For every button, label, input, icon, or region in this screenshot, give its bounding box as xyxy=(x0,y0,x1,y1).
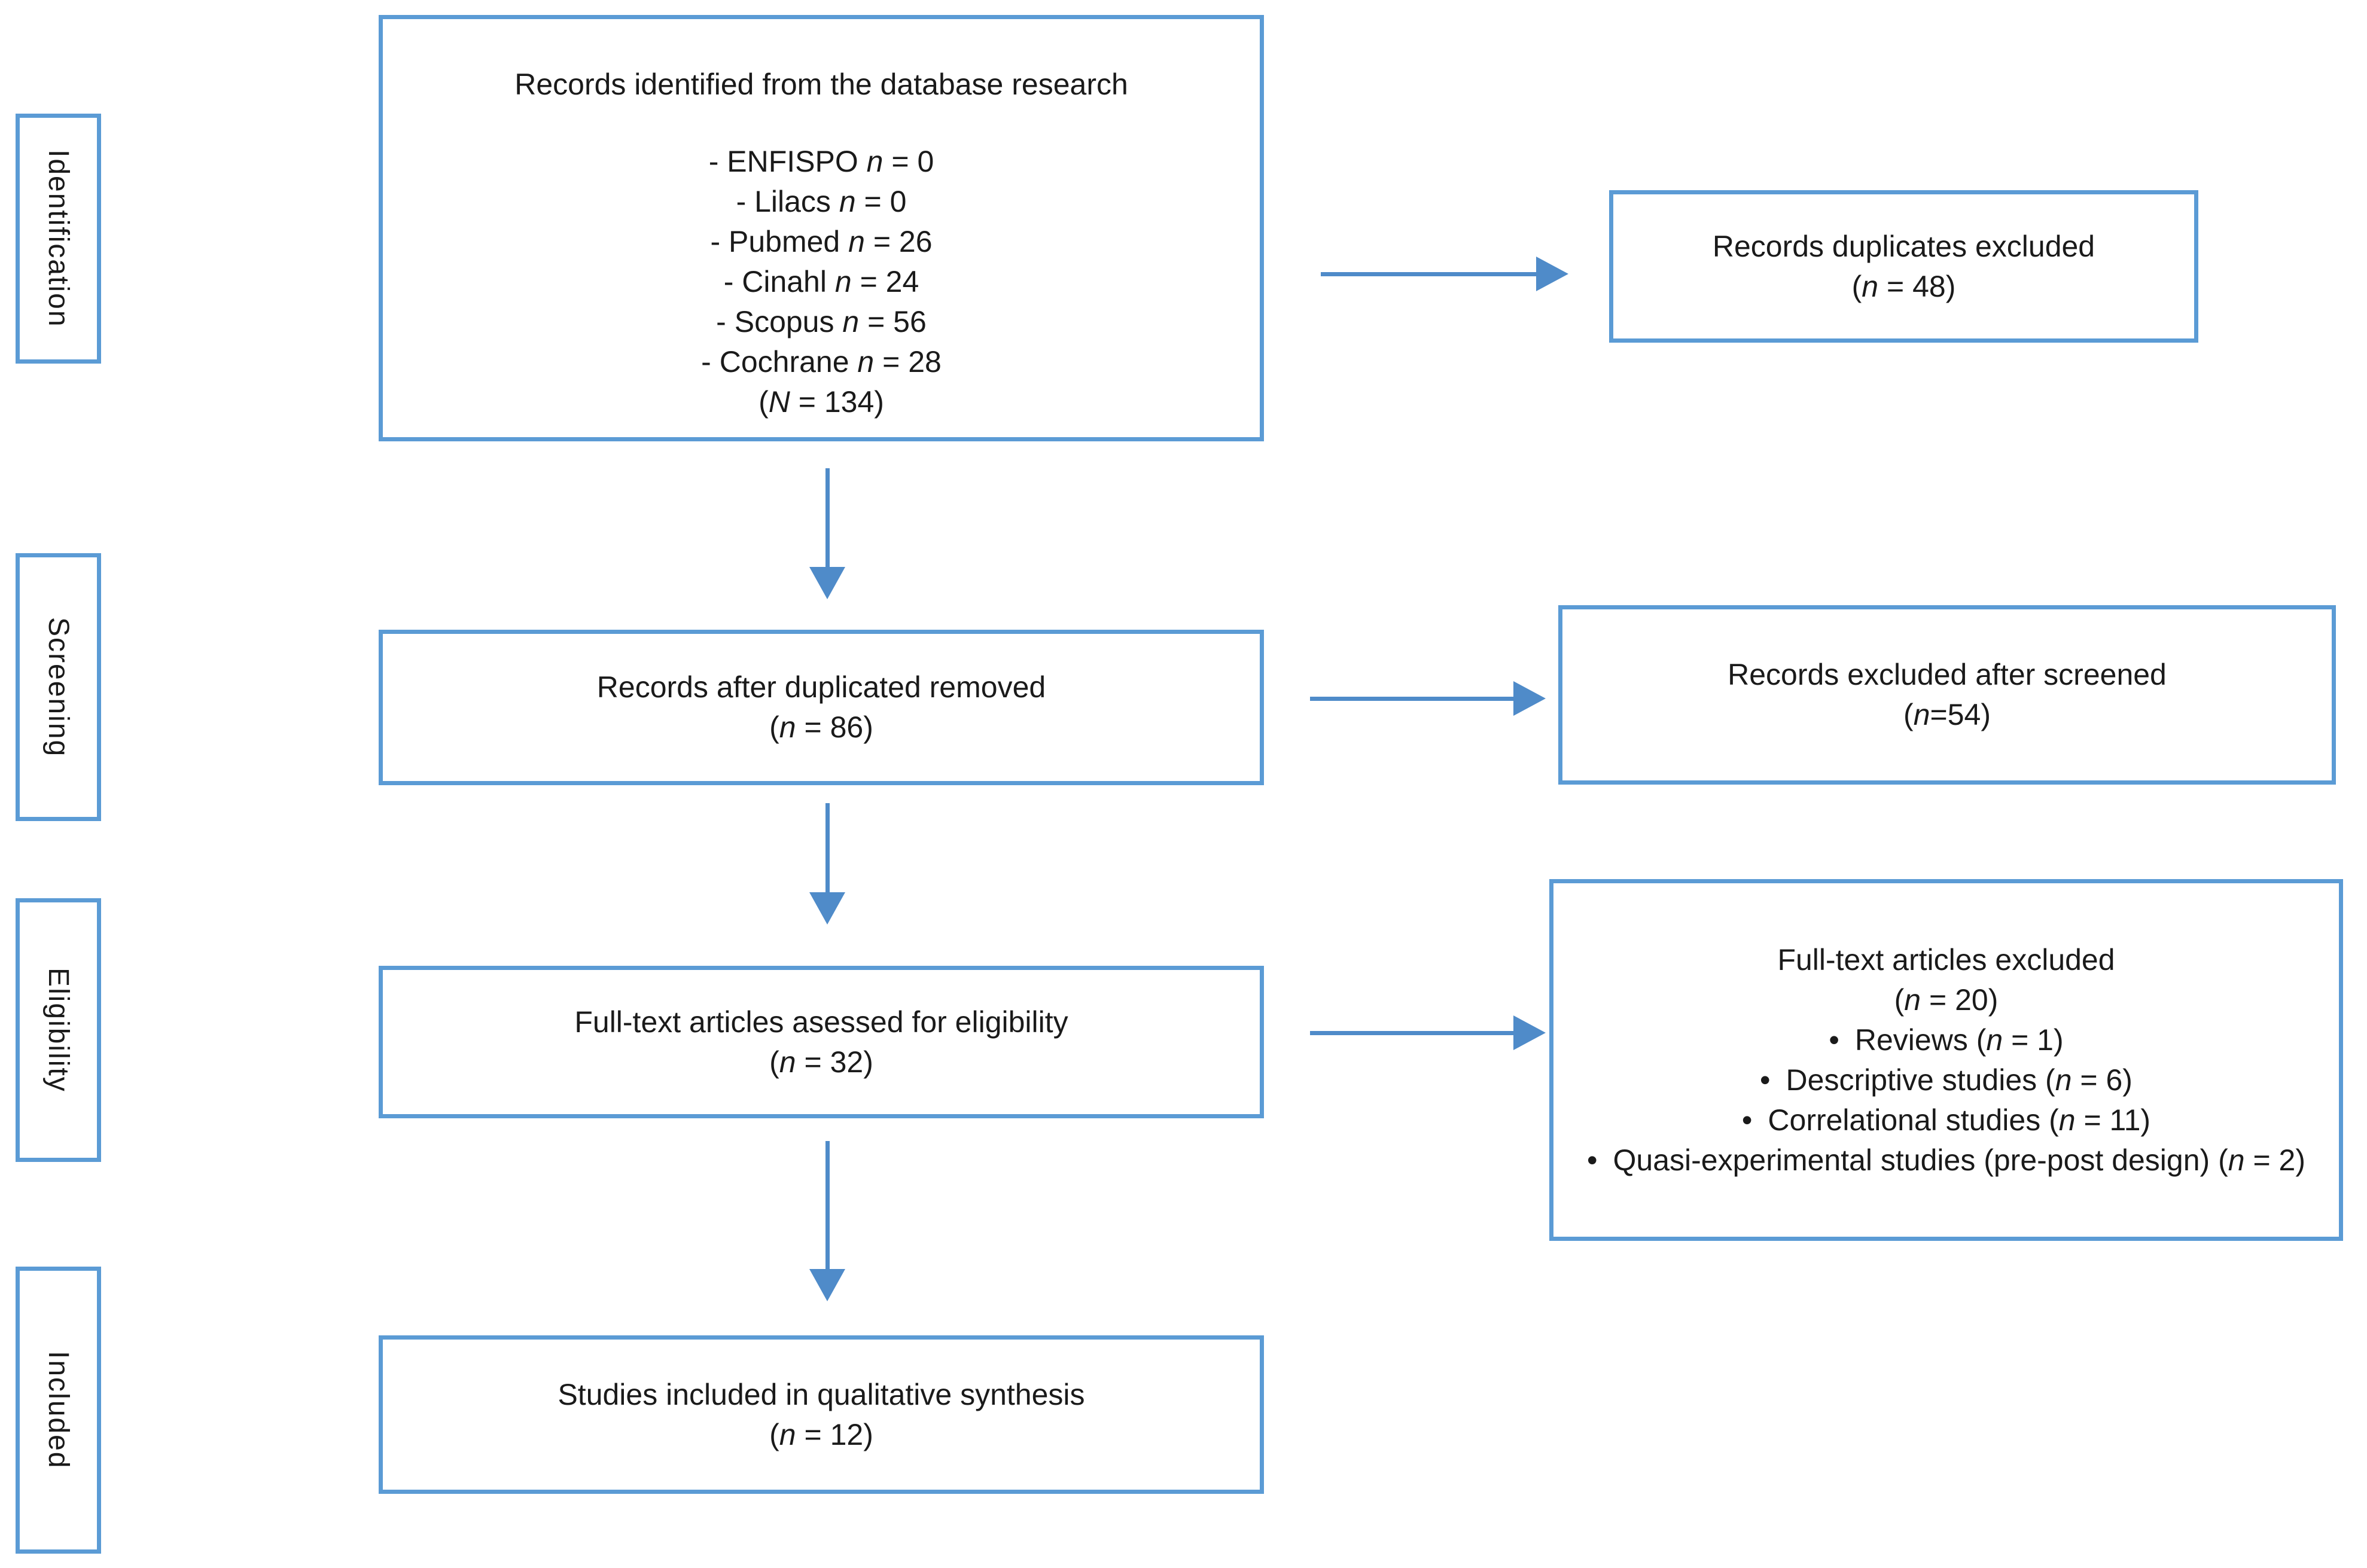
studies-included-count: (n = 12) xyxy=(769,1417,873,1451)
arrow-to-duplicates-excluded xyxy=(1321,257,1568,291)
source-count-line: - Pubmed n = 26 xyxy=(710,225,933,258)
exclusion-reason: Correlational studies (n = 11) xyxy=(1565,1100,2327,1140)
arrow-shaft xyxy=(825,468,830,567)
arrow-shaft xyxy=(825,1141,830,1269)
box-records-identified: Records identified from the database res… xyxy=(379,15,1264,441)
box-records-excluded-screened: Records excluded after screened (n=54) xyxy=(1558,605,2336,785)
arrow-to-fulltext-excluded xyxy=(1310,1015,1546,1050)
records-identified-total: (N = 134) xyxy=(758,385,884,419)
exclusion-reason: Reviews (n = 1) xyxy=(1565,1020,2327,1060)
arrow-shaft xyxy=(825,803,830,892)
box-duplicates-excluded: Records duplicates excluded (n = 48) xyxy=(1609,190,2198,343)
arrow-shaft xyxy=(1321,271,1536,276)
studies-included-label: Studies included in qualitative synthesi… xyxy=(558,1377,1085,1411)
box-records-after-duplicates: Records after duplicated removed (n = 86… xyxy=(379,630,1264,785)
after-duplicates-label: Records after duplicated removed xyxy=(596,670,1046,704)
duplicates-excluded-label: Records duplicates excluded xyxy=(1712,229,2095,263)
records-identified-title: Records identified from the database res… xyxy=(514,68,1128,101)
source-count-line: - Cinahl n = 24 xyxy=(723,265,919,298)
down-arrowhead-icon xyxy=(809,567,845,599)
stage-label-identification: Identification xyxy=(42,150,74,328)
box-fulltext-assessed: Full-text articles asessed for eligibili… xyxy=(379,966,1264,1118)
source-count-line: - Cochrane n = 28 xyxy=(701,345,942,379)
fulltext-excluded-count: (n = 20) xyxy=(1894,983,1999,1017)
stage-tab-identification: Identification xyxy=(16,114,101,364)
excluded-screened-label: Records excluded after screened xyxy=(1728,658,2167,691)
exclusion-reason: Descriptive studies (n = 6) xyxy=(1565,1060,2327,1100)
excluded-screened-count: (n=54) xyxy=(1903,698,1991,731)
fulltext-excluded-title: Full-text articles excluded xyxy=(1777,942,2115,977)
arrow-screened-to-eligibility xyxy=(809,803,845,925)
stage-label-eligibility: Eligibility xyxy=(42,968,74,1093)
stage-tab-included: Included xyxy=(16,1267,101,1554)
arrow-eligibility-to-included xyxy=(809,1141,845,1301)
right-arrowhead-icon xyxy=(1513,1015,1546,1050)
fulltext-assessed-count: (n = 32) xyxy=(769,1045,873,1079)
box-studies-included: Studies included in qualitative synthesi… xyxy=(379,1335,1264,1494)
source-count-line: - ENFISPO n = 0 xyxy=(708,145,934,178)
source-count-line: - Scopus n = 56 xyxy=(716,305,927,338)
box-fulltext-excluded: Full-text articles excluded (n = 20) Rev… xyxy=(1549,879,2343,1241)
down-arrowhead-icon xyxy=(809,892,845,925)
exclusion-reason: Quasi-experimental studies (pre-post des… xyxy=(1565,1140,2327,1180)
stage-tab-eligibility: Eligibility xyxy=(16,898,101,1162)
arrow-to-excluded-screened xyxy=(1310,681,1546,716)
stage-label-screening: Screening xyxy=(42,617,74,758)
source-count-line: - Lilacs n = 0 xyxy=(736,185,907,218)
arrow-identified-to-screened xyxy=(809,468,845,599)
right-arrowhead-icon xyxy=(1513,681,1546,716)
duplicates-excluded-count: (n = 48) xyxy=(1851,269,1956,303)
stage-tab-screening: Screening xyxy=(16,553,101,821)
stage-label-included: Included xyxy=(42,1351,74,1469)
fulltext-assessed-label: Full-text articles asessed for eligibili… xyxy=(574,1005,1068,1039)
down-arrowhead-icon xyxy=(809,1269,845,1301)
arrow-shaft xyxy=(1310,1030,1513,1035)
after-duplicates-count: (n = 86) xyxy=(769,710,873,744)
right-arrowhead-icon xyxy=(1536,257,1568,291)
arrow-shaft xyxy=(1310,696,1513,701)
